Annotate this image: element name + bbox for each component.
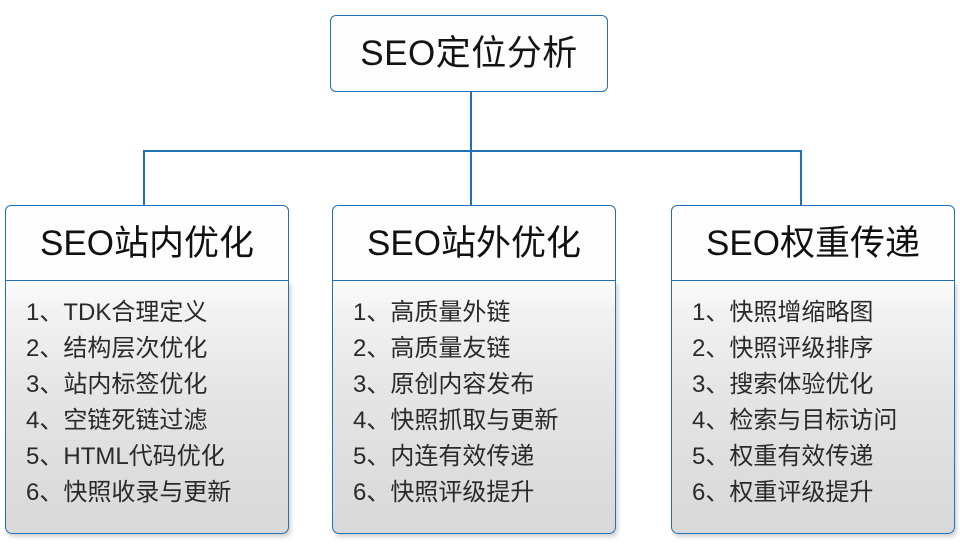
connector-branch-left bbox=[143, 150, 145, 206]
list-item-index: 6 bbox=[26, 479, 40, 506]
list-item-label: 快照评级提升 bbox=[390, 479, 535, 506]
list-item-separator: 、 bbox=[705, 371, 730, 398]
connector-branch-middle bbox=[470, 150, 472, 206]
list-item-label: 结构层次优化 bbox=[63, 335, 208, 362]
list-item: 3、搜索体验优化 bbox=[692, 367, 954, 403]
list-item-separator: 、 bbox=[705, 443, 730, 470]
list-item-label: 权重评级提升 bbox=[729, 479, 874, 506]
list-item-label: 搜索体验优化 bbox=[729, 371, 874, 398]
branch-body-3: 1、快照增缩略图 2、快照评级排序 3、搜索体验优化 4、检索与目标访问 5、权… bbox=[671, 281, 955, 534]
branch-header-1-title: SEO站内优化 bbox=[40, 223, 254, 263]
list-item-separator: 、 bbox=[39, 299, 64, 326]
list-item-label: 快照评级排序 bbox=[729, 335, 874, 362]
list-item-separator: 、 bbox=[39, 479, 64, 506]
connector-branch-right bbox=[800, 150, 802, 206]
list-item: 6、快照评级提升 bbox=[353, 475, 615, 511]
list-item: 3、站内标签优化 bbox=[26, 367, 288, 403]
list-item-index: 4 bbox=[353, 407, 367, 434]
branch-header-1: SEO站内优化 bbox=[5, 205, 289, 281]
branch-3-item-list: 1、快照增缩略图 2、快照评级排序 3、搜索体验优化 4、检索与目标访问 5、权… bbox=[672, 295, 954, 511]
list-item-label: 检索与目标访问 bbox=[729, 407, 898, 434]
list-item: 1、高质量外链 bbox=[353, 295, 615, 331]
list-item-separator: 、 bbox=[39, 407, 64, 434]
list-item: 5、权重有效传递 bbox=[692, 439, 954, 475]
list-item-index: 5 bbox=[353, 443, 367, 470]
list-item: 5、内连有效传递 bbox=[353, 439, 615, 475]
branch-header-2-title: SEO站外优化 bbox=[367, 223, 581, 263]
branch-1-item-list: 1、TDK合理定义 2、结构层次优化 3、站内标签优化 4、空链死链过滤 5、H… bbox=[6, 295, 288, 511]
list-item-separator: 、 bbox=[705, 299, 730, 326]
branch-column-2: SEO站外优化 1、高质量外链 2、高质量友链 3、原创内容发布 4、快照抓取与… bbox=[332, 205, 616, 534]
root-node-title: SEO定位分析 bbox=[360, 34, 578, 73]
list-item-label: 快照抓取与更新 bbox=[390, 407, 559, 434]
list-item-separator: 、 bbox=[366, 335, 391, 362]
list-item-index: 4 bbox=[692, 407, 706, 434]
list-item-separator: 、 bbox=[705, 335, 730, 362]
list-item-label: 空链死链过滤 bbox=[63, 407, 208, 434]
list-item: 3、原创内容发布 bbox=[353, 367, 615, 403]
list-item: 2、结构层次优化 bbox=[26, 331, 288, 367]
list-item-separator: 、 bbox=[39, 443, 64, 470]
list-item: 2、快照评级排序 bbox=[692, 331, 954, 367]
list-item-label: HTML代码优化 bbox=[63, 443, 225, 470]
list-item: 1、快照增缩略图 bbox=[692, 295, 954, 331]
list-item-index: 2 bbox=[26, 335, 40, 362]
list-item-separator: 、 bbox=[705, 479, 730, 506]
branch-2-item-list: 1、高质量外链 2、高质量友链 3、原创内容发布 4、快照抓取与更新 5、内连有… bbox=[333, 295, 615, 511]
list-item-label: 站内标签优化 bbox=[63, 371, 208, 398]
branch-column-3: SEO权重传递 1、快照增缩略图 2、快照评级排序 3、搜索体验优化 4、检索与… bbox=[671, 205, 955, 534]
list-item-index: 5 bbox=[692, 443, 706, 470]
list-item-separator: 、 bbox=[366, 299, 391, 326]
list-item: 4、检索与目标访问 bbox=[692, 403, 954, 439]
branch-body-2: 1、高质量外链 2、高质量友链 3、原创内容发布 4、快照抓取与更新 5、内连有… bbox=[332, 281, 616, 534]
list-item-label: 权重有效传递 bbox=[729, 443, 874, 470]
branch-header-3: SEO权重传递 bbox=[671, 205, 955, 281]
list-item-index: 3 bbox=[26, 371, 40, 398]
list-item: 4、空链死链过滤 bbox=[26, 403, 288, 439]
list-item-index: 4 bbox=[26, 407, 40, 434]
list-item-label: 高质量友链 bbox=[390, 335, 511, 362]
list-item-index: 6 bbox=[353, 479, 367, 506]
list-item-separator: 、 bbox=[366, 443, 391, 470]
list-item-label: 内连有效传递 bbox=[390, 443, 535, 470]
branch-body-1: 1、TDK合理定义 2、结构层次优化 3、站内标签优化 4、空链死链过滤 5、H… bbox=[5, 281, 289, 534]
branch-header-2: SEO站外优化 bbox=[332, 205, 616, 281]
list-item: 2、高质量友链 bbox=[353, 331, 615, 367]
list-item-separator: 、 bbox=[705, 407, 730, 434]
list-item-separator: 、 bbox=[366, 407, 391, 434]
connector-horizontal-bar bbox=[143, 150, 802, 152]
list-item-index: 5 bbox=[26, 443, 40, 470]
connector-root-stem bbox=[470, 92, 472, 151]
list-item-index: 6 bbox=[692, 479, 706, 506]
list-item: 4、快照抓取与更新 bbox=[353, 403, 615, 439]
list-item: 6、权重评级提升 bbox=[692, 475, 954, 511]
list-item-index: 1 bbox=[692, 299, 706, 326]
root-node: SEO定位分析 bbox=[330, 15, 608, 92]
list-item-label: 原创内容发布 bbox=[390, 371, 535, 398]
list-item: 6、快照收录与更新 bbox=[26, 475, 288, 511]
branch-header-3-title: SEO权重传递 bbox=[706, 223, 920, 263]
list-item-index: 2 bbox=[353, 335, 367, 362]
list-item-separator: 、 bbox=[39, 335, 64, 362]
list-item-label: TDK合理定义 bbox=[63, 299, 208, 326]
branch-column-1: SEO站内优化 1、TDK合理定义 2、结构层次优化 3、站内标签优化 4、空链… bbox=[5, 205, 289, 534]
list-item-index: 1 bbox=[353, 299, 367, 326]
list-item-label: 快照增缩略图 bbox=[729, 299, 874, 326]
list-item-label: 快照收录与更新 bbox=[63, 479, 232, 506]
list-item-separator: 、 bbox=[366, 479, 391, 506]
list-item-index: 2 bbox=[692, 335, 706, 362]
list-item-separator: 、 bbox=[366, 371, 391, 398]
list-item: 1、TDK合理定义 bbox=[26, 295, 288, 331]
list-item: 5、HTML代码优化 bbox=[26, 439, 288, 475]
list-item-index: 3 bbox=[353, 371, 367, 398]
list-item-label: 高质量外链 bbox=[390, 299, 511, 326]
list-item-index: 3 bbox=[692, 371, 706, 398]
list-item-separator: 、 bbox=[39, 371, 64, 398]
list-item-index: 1 bbox=[26, 299, 40, 326]
